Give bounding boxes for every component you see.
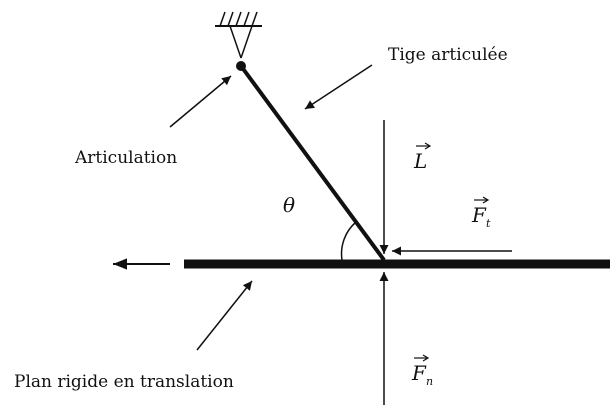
tangential-vector-label: F t <box>471 196 491 230</box>
tangential-letter: F <box>471 203 487 227</box>
angle-label: θ <box>283 193 295 217</box>
lift-vector-label: L <box>413 142 432 173</box>
rod-leader-arrow <box>304 64 373 110</box>
fixed-support <box>215 11 262 59</box>
rod-label: Tige articulée <box>388 45 508 65</box>
plane-leader-arrow <box>196 280 253 351</box>
normal-letter: F <box>411 361 427 385</box>
tangential-subscript: t <box>486 217 491 230</box>
angle-arc <box>340 221 357 261</box>
lift-label: L <box>413 149 427 173</box>
normal-vector-label: F n <box>411 354 433 388</box>
rod <box>239 64 386 262</box>
joint-leader-arrow <box>169 75 232 128</box>
joint-label: Articulation <box>74 148 177 168</box>
plane-label: Plan rigide en translation <box>14 372 234 392</box>
normal-subscript: n <box>426 375 433 388</box>
